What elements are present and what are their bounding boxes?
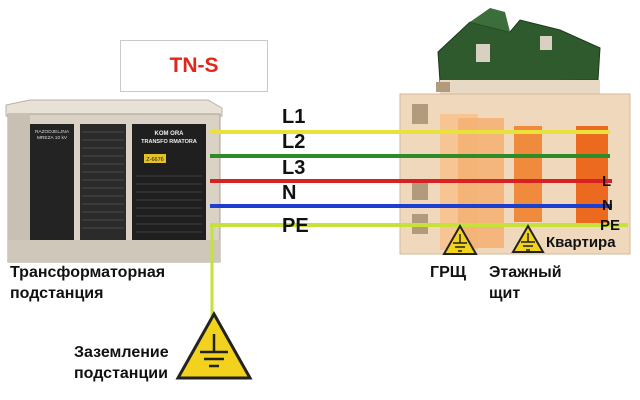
right-label-pe: PE [600, 217, 620, 234]
ground-sign-apartment [511, 223, 545, 253]
floor-panel-line1: Этажный [489, 264, 562, 281]
left-sign-line1: RAZODJELJNA [35, 129, 70, 135]
right-label-n: N [602, 197, 613, 214]
right-sign-line2: TRANSFO RMATORA [141, 139, 197, 145]
apartment-label: Квартира [546, 234, 616, 251]
substation-caption-line2: подстанция [10, 285, 104, 302]
ground-sign-main-panel [442, 223, 478, 255]
right-label-l: L [602, 173, 611, 190]
floor-panel-line2: щит [489, 285, 521, 302]
wire-label-pe: PE [282, 215, 309, 237]
wire-label-l3: L3 [282, 157, 305, 179]
main-panel-caption: ГРЩ [430, 262, 466, 283]
apartment-caption: Квартира [546, 232, 616, 253]
right-sign-line1: KOM ORA [155, 131, 185, 137]
transformer-substation: Z-6676 RAZODJELJNA MREZA 10 kV KOM ORA T… [5, 99, 223, 263]
substation-caption: Трансформаторная подстанция [10, 262, 165, 304]
substation-warning-plate [144, 154, 166, 163]
title-box: TN-S [120, 40, 268, 92]
building-roof [437, 19, 601, 83]
floor-panel-caption: Этажный щит [489, 262, 562, 304]
substation-left-door [30, 124, 74, 240]
apartment-building [399, 8, 631, 255]
wire-label-l2: L2 [282, 131, 305, 153]
main-panel-label: ГРЩ [430, 264, 467, 281]
wires [210, 130, 628, 368]
wire-label-n: N [282, 182, 296, 204]
grounding-caption: Заземление подстанции [74, 342, 169, 384]
plate-text: Z-6676 [146, 157, 163, 163]
substation-caption-line1: Трансформаторная [10, 264, 166, 281]
grounding-caption-line2: подстанции [74, 365, 168, 382]
substation-vent-panel [80, 124, 126, 240]
wire-label-l1: L1 [282, 106, 305, 128]
left-sign-line2: MREZA 10 kV [37, 135, 68, 141]
grounding-caption-line1: Заземление [74, 344, 169, 361]
ground-sign-substation [175, 310, 253, 380]
substation-right-door [132, 124, 206, 240]
diagram-title: TN-S [169, 54, 219, 77]
